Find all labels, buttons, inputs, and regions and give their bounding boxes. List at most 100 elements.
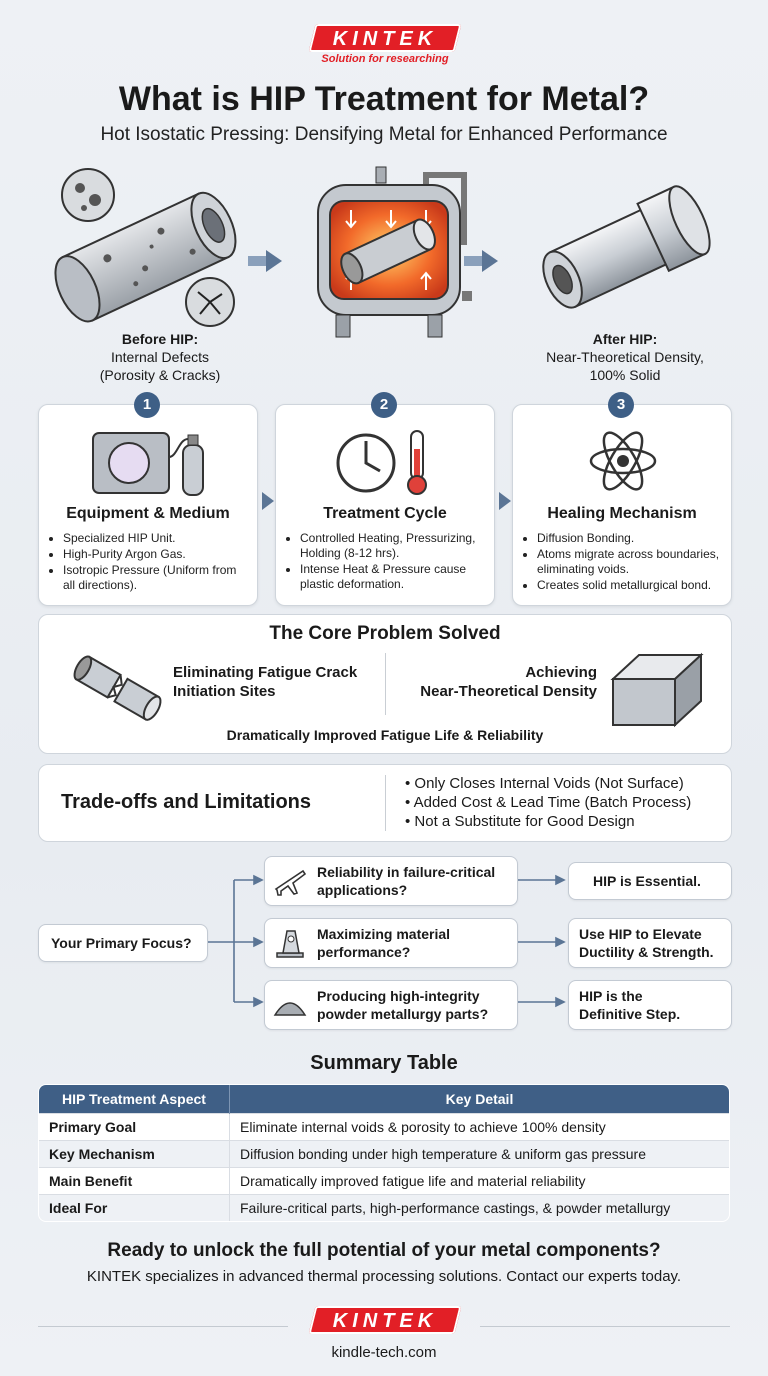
table-row: Key Mechanism Diffusion bonding under hi… <box>39 1140 729 1168</box>
arrow-right-icon <box>499 492 511 510</box>
page-title: What is HIP Treatment for Metal? <box>118 80 650 118</box>
divider <box>385 775 386 831</box>
core-problem-panel: The Core Problem Solved Eliminating Fati… <box>38 614 732 754</box>
page-subtitle: Hot Isostatic Pressing: Densifying Metal… <box>100 124 668 145</box>
arrow-shaft-1 <box>248 256 268 266</box>
tradeoff-item: • Only Closes Internal Voids (Not Surfac… <box>405 775 684 792</box>
core-left-line1: Eliminating Fatigue Crack <box>173 664 358 681</box>
focus-option-performance: Maximizing material performance? <box>264 918 518 968</box>
column-header: HIP Treatment Aspect <box>39 1085 230 1114</box>
question-line2: applications? <box>317 882 408 898</box>
airplane-icon <box>274 869 307 896</box>
answer-performance: Use HIP to Elevate Ductility & Strength. <box>568 918 732 968</box>
answer-line2: Definitive Step. <box>579 1006 681 1022</box>
bullet-item: Intense Heat & Pressure cause plastic de… <box>300 562 486 592</box>
hip-furnace-icon <box>317 166 472 338</box>
clock-thermometer-icon <box>336 430 427 495</box>
solid-block-icon <box>610 652 704 728</box>
bracket-part-icon <box>276 930 304 958</box>
focus-question: Producing high-integrity powder metallur… <box>317 987 488 1023</box>
arrow-right-icon <box>482 250 498 272</box>
tradeoff-text: Not a Substitute for Good Design <box>414 813 635 830</box>
table-cell: Failure-critical parts, high-performance… <box>229 1194 729 1221</box>
answer-reliability: HIP is Essential. <box>568 862 732 900</box>
step-title: Equipment & Medium <box>66 505 230 522</box>
answer-line1: HIP is the <box>579 988 643 1004</box>
table-cell: Primary Goal <box>39 1113 230 1141</box>
tradeoffs-list: • Only Closes Internal Voids (Not Surfac… <box>405 774 691 831</box>
core-left-benefit: Eliminating Fatigue Crack Initiation Sit… <box>173 663 357 701</box>
question-line1: Producing high-integrity <box>317 988 480 1004</box>
footer-divider-left <box>38 1326 288 1327</box>
bullet-item: Diffusion Bonding. <box>537 531 727 546</box>
answer-powder: HIP is the Definitive Step. <box>568 980 732 1030</box>
bullet-item: Isotropic Pressure (Uniform from all dir… <box>63 563 249 593</box>
primary-focus-node: Your Primary Focus? <box>38 924 208 962</box>
bullet-item: Controlled Heating, Pressurizing, Holdin… <box>300 531 486 561</box>
before-hip-title: Before HIP: <box>121 331 199 347</box>
core-right-benefit: Achieving Near-Theoretical Density <box>401 663 597 701</box>
step-card-healing: Healing Mechanism Diffusion Bonding. Ato… <box>512 404 732 606</box>
table-cell: Main Benefit <box>39 1167 230 1195</box>
answer-text: HIP is the Definitive Step. <box>579 987 680 1023</box>
table-row: Ideal For Failure-critical parts, high-p… <box>39 1194 729 1221</box>
question-line2: performance? <box>317 944 411 960</box>
step-bullets: Controlled Heating, Pressurizing, Holdin… <box>286 531 486 593</box>
arrow-shaft-2 <box>464 256 484 266</box>
tradeoff-item: • Added Cost & Lead Time (Batch Process) <box>405 794 692 811</box>
after-hip-line2: 100% Solid <box>589 367 661 383</box>
cta-headline: Ready to unlock the full potential of yo… <box>107 1240 661 1261</box>
footer-url[interactable]: kindle-tech.com <box>331 1344 437 1361</box>
cracked-pipe-icon <box>73 655 162 721</box>
hip-unit-gas-cylinder-icon <box>92 432 204 496</box>
after-hip-line1: Near-Theoretical Density, <box>546 349 704 365</box>
step-bullets: Specialized HIP Unit. High-Purity Argon … <box>49 531 249 594</box>
step-title: Treatment Cycle <box>323 505 447 522</box>
core-problem-title: The Core Problem Solved <box>269 623 501 644</box>
answer-text: Use HIP to Elevate Ductility & Strength. <box>579 925 714 961</box>
tradeoff-text: Added Cost & Lead Time (Batch Process) <box>413 794 692 811</box>
table-cell: Ideal For <box>39 1194 230 1221</box>
core-right-line1: Achieving <box>525 664 597 681</box>
tradeoff-item: • Not a Substitute for Good Design <box>405 813 635 830</box>
summary-table: HIP Treatment Aspect Key Detail Primary … <box>38 1084 730 1222</box>
answer-line1: HIP is Essential. <box>593 873 701 889</box>
core-right-line2: Near-Theoretical Density <box>420 683 597 700</box>
atom-icon <box>589 431 657 491</box>
kintek-logo: KINTEK <box>332 28 438 50</box>
focus-question: Reliability in failure-critical applicat… <box>317 863 495 899</box>
bullet-item: Specialized HIP Unit. <box>63 531 249 546</box>
focus-question: Maximizing material performance? <box>317 925 450 961</box>
decision-connectors <box>206 874 566 1008</box>
answer-line1: Use HIP to Elevate <box>579 926 702 942</box>
table-cell: Key Mechanism <box>39 1140 230 1168</box>
core-left-line2: Initiation Sites <box>173 683 276 700</box>
summary-title: Summary Table <box>310 1052 458 1074</box>
brand-tagline: Solution for researching <box>321 53 449 65</box>
arrow-right-icon <box>262 492 274 510</box>
step-bullets: Diffusion Bonding. Atoms migrate across … <box>523 531 727 594</box>
after-hip-caption: After HIP: Near-Theoretical Density, 100… <box>510 330 740 384</box>
powder-pile-icon <box>273 1002 307 1016</box>
step-card-equipment: Equipment & Medium Specialized HIP Unit.… <box>38 404 258 606</box>
before-hip-line2: (Porosity & Cracks) <box>99 367 221 383</box>
answer-line2: Ductility & Strength. <box>579 944 714 960</box>
table-row: Primary Goal Eliminate internal voids & … <box>39 1113 729 1141</box>
arrow-right-icon <box>266 250 282 272</box>
step-title: Healing Mechanism <box>547 505 697 522</box>
defective-pipe-icon <box>54 168 237 327</box>
before-hip-line1: Internal Defects <box>110 349 210 365</box>
tradeoffs-panel: Trade-offs and Limitations • Only Closes… <box>38 764 732 842</box>
focus-option-powder: Producing high-integrity powder metallur… <box>264 980 518 1030</box>
core-footer: Dramatically Improved Fatigue Life & Rel… <box>226 727 544 743</box>
table-row: Main Benefit Dramatically improved fatig… <box>39 1167 729 1195</box>
bullet-item: Creates solid metallurgical bond. <box>537 578 727 593</box>
primary-focus-label: Your Primary Focus? <box>51 935 192 951</box>
step-number-badge: 3 <box>608 392 634 418</box>
step-number-badge: 2 <box>371 392 397 418</box>
bullet-item: High-Purity Argon Gas. <box>63 547 249 562</box>
footer-divider-right <box>480 1326 730 1327</box>
focus-option-reliability: Reliability in failure-critical applicat… <box>264 856 518 906</box>
tradeoff-text: Only Closes Internal Voids (Not Surface) <box>414 775 684 792</box>
before-hip-caption: Before HIP: Internal Defects (Porosity &… <box>70 330 250 384</box>
